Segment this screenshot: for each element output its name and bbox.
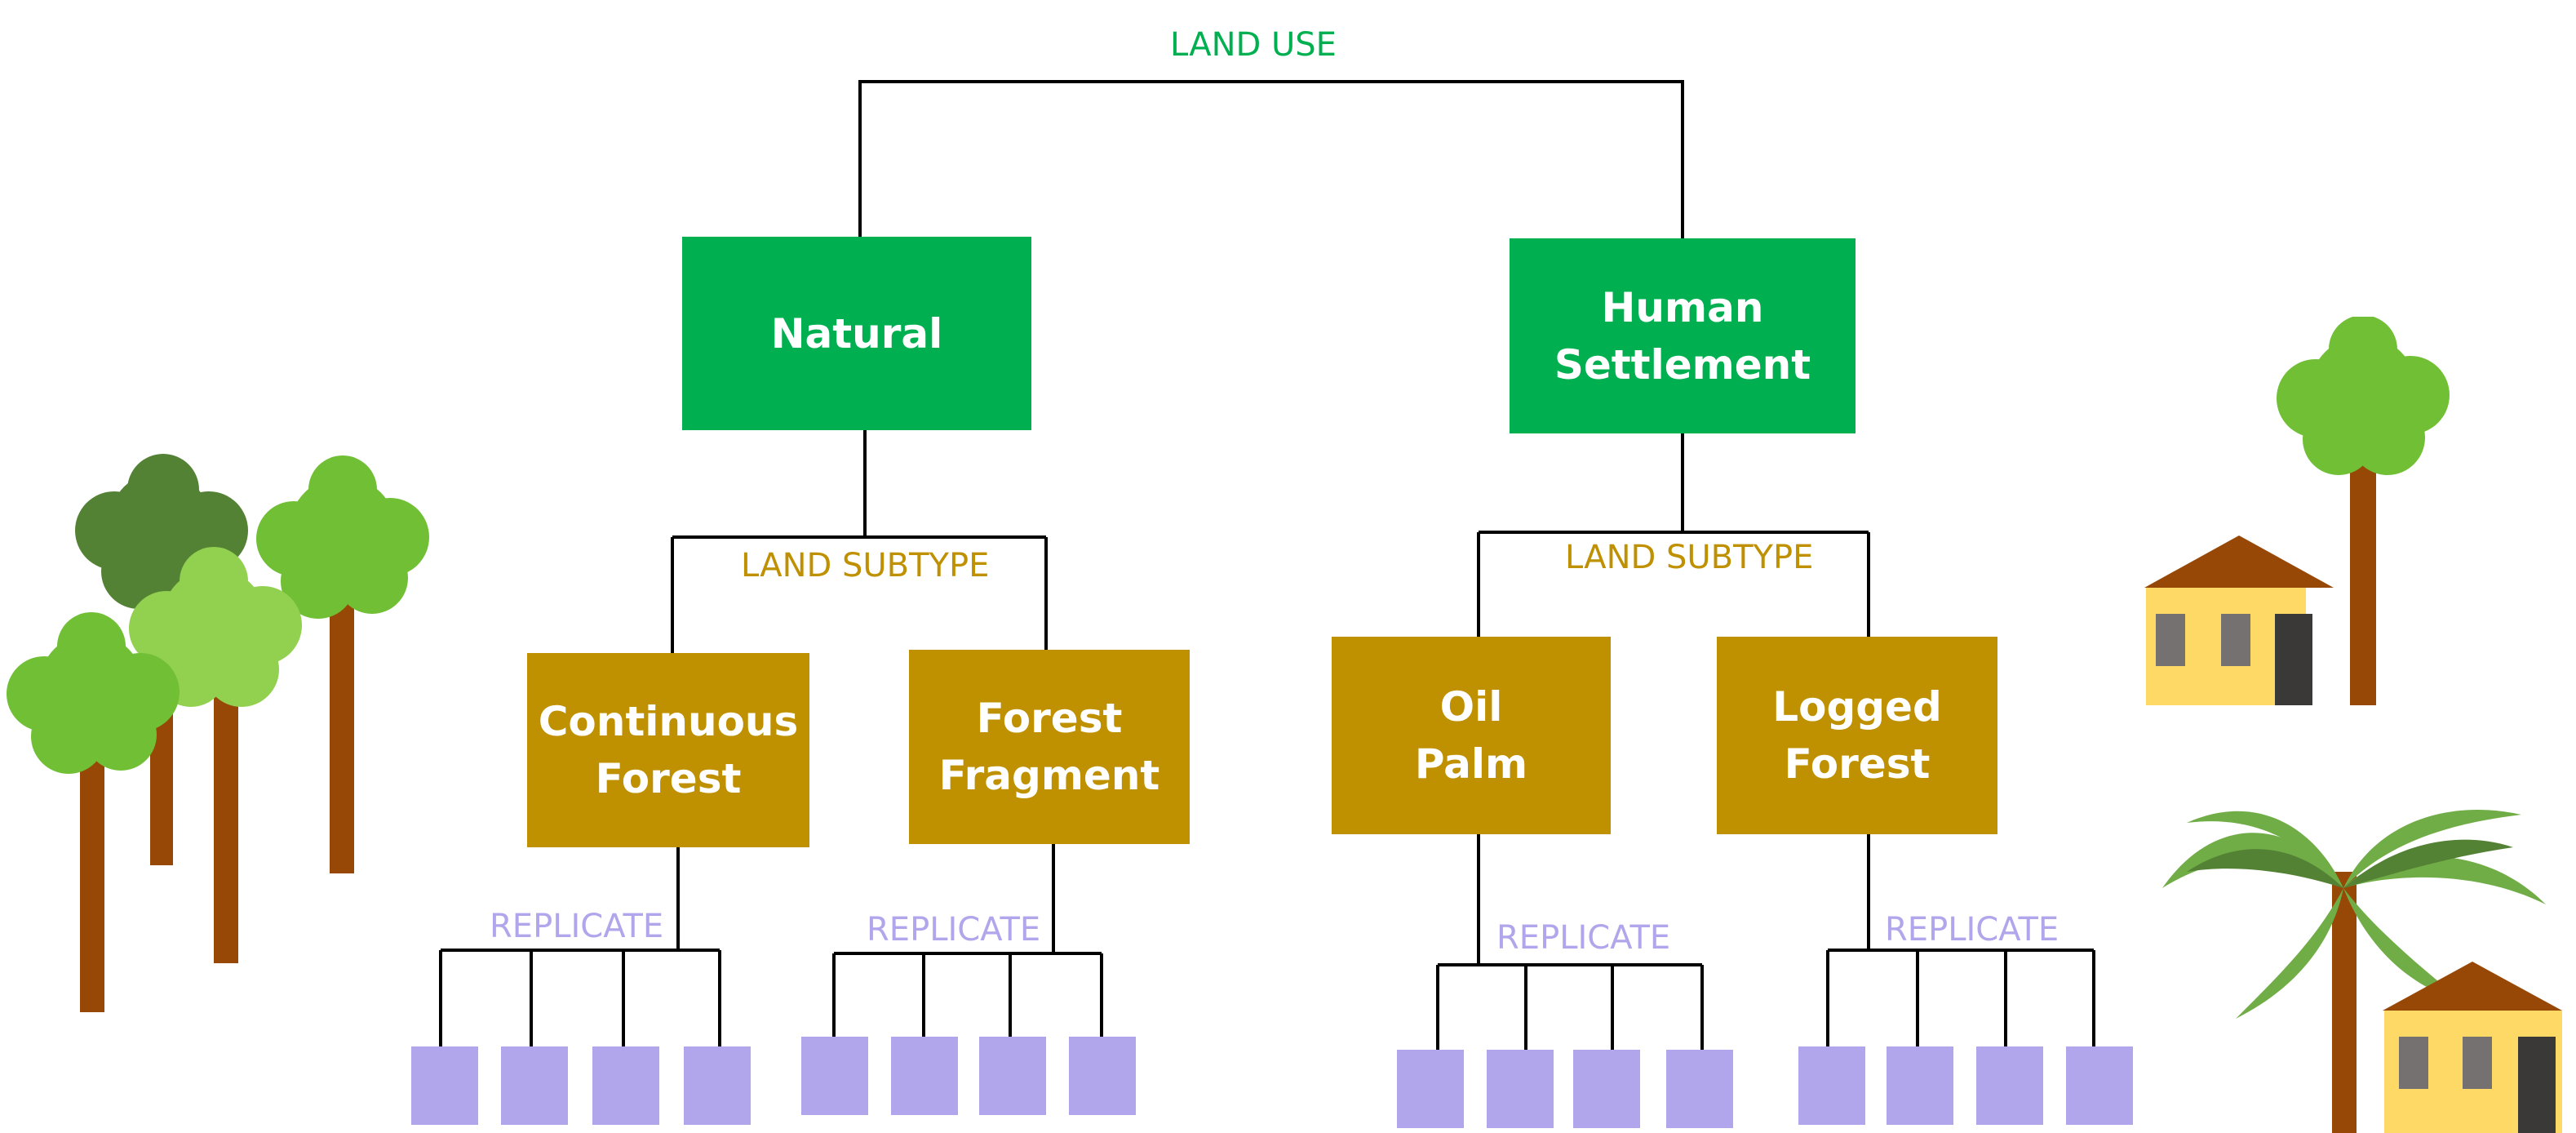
subtype-name-line: Palm xyxy=(1414,740,1528,788)
forest-trees-illustration xyxy=(7,454,429,1012)
tree-trunk xyxy=(330,588,354,873)
replicate-box xyxy=(411,1046,478,1125)
subtype-box-forest-fragment: Forest Fragment xyxy=(909,650,1190,844)
replicate-box xyxy=(979,1037,1046,1115)
land-use-name-line: Human xyxy=(1601,283,1764,331)
replicate-box xyxy=(1069,1037,1136,1115)
subtype-box-continuous-forest: Continuous Forest xyxy=(527,653,809,847)
replicate-box xyxy=(1798,1046,1865,1125)
subtype-name-line: Forest xyxy=(1784,740,1931,788)
land-use-box-natural: Natural xyxy=(682,237,1031,430)
land-use-box-human-settlement: Human Settlement xyxy=(1510,238,1856,433)
subtype-box-oil-palm: Oil Palm xyxy=(1332,637,1611,834)
continuous-forest-replicate-connector xyxy=(439,846,721,1046)
tree-trunk xyxy=(2350,447,2376,705)
replicate-box xyxy=(1976,1046,2043,1125)
replicate-label-logged-forest: REPLICATE xyxy=(1885,911,2059,949)
replicate-label-oil-palm: REPLICATE xyxy=(1496,919,1671,957)
replicate-box xyxy=(501,1046,568,1125)
settlement-connector xyxy=(1477,433,1870,637)
house-icon xyxy=(2383,962,2562,1133)
replicate-label-forest-fragment: REPLICATE xyxy=(867,911,1041,949)
subtype-name-line: Oil xyxy=(1439,683,1503,731)
house-icon xyxy=(2144,535,2334,705)
land-use-name-line: Settlement xyxy=(1554,340,1811,389)
tree-crown-icon xyxy=(2277,317,2450,475)
logged-forest-replicate-connector xyxy=(1826,833,2095,1046)
tree-crown-icon xyxy=(256,455,429,619)
oil-palm-replicate-connector xyxy=(1436,833,1704,1050)
replicate-box xyxy=(1397,1050,1464,1128)
land-use-name-line: Natural xyxy=(770,309,943,358)
tree-crown-icon xyxy=(7,612,180,774)
land-use-label: LAND USE xyxy=(1170,26,1337,64)
replicate-box xyxy=(1573,1050,1640,1128)
forest-fragment-replicate-connector xyxy=(832,842,1103,1038)
subtype-name-line: Logged xyxy=(1772,683,1942,731)
replicate-box xyxy=(592,1046,659,1125)
replicate-box xyxy=(1666,1050,1733,1128)
palm-tree-icon xyxy=(2162,810,2546,1133)
replicate-box xyxy=(684,1046,751,1125)
settlement-illustration xyxy=(2144,317,2562,1133)
tree-trunk xyxy=(214,669,238,963)
subtype-box-logged-forest: Logged Forest xyxy=(1717,637,1997,834)
land-subtype-label-natural: LAND SUBTYPE xyxy=(741,547,990,584)
replicate-box xyxy=(2066,1046,2133,1125)
natural-connector xyxy=(671,430,1048,653)
land-subtype-label-settlement: LAND SUBTYPE xyxy=(1565,539,1814,576)
subtype-name-line: Continuous xyxy=(538,698,799,745)
replicate-box xyxy=(1487,1050,1554,1128)
subtype-name-line: Forest xyxy=(595,755,742,802)
replicate-box xyxy=(1887,1046,1953,1125)
subtype-name-line: Forest xyxy=(976,695,1123,742)
replicate-box xyxy=(801,1037,868,1115)
replicate-label-continuous-forest: REPLICATE xyxy=(490,908,664,945)
root-connector xyxy=(858,80,1684,238)
subtype-name-line: Fragment xyxy=(938,752,1160,799)
replicate-box xyxy=(891,1037,958,1115)
tree-trunk xyxy=(80,735,104,1012)
